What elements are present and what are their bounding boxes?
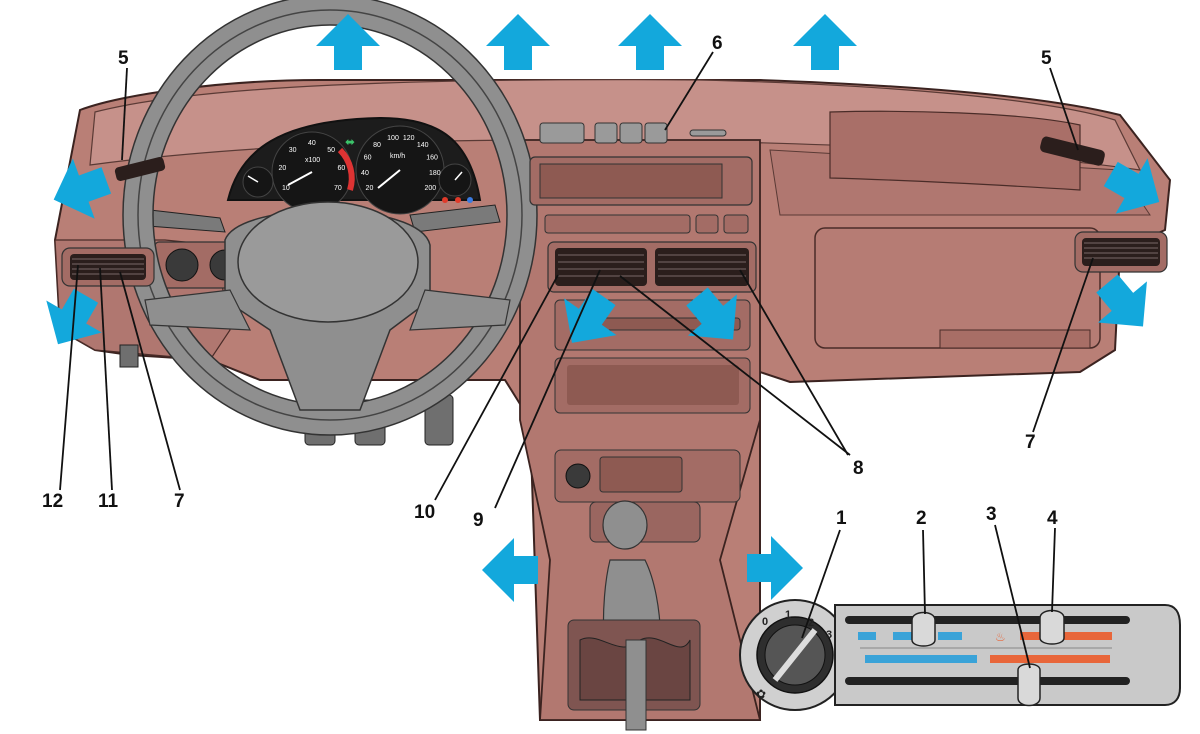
callout-7-left: 7 <box>174 491 185 512</box>
side-window-defrost-vent-left <box>114 157 166 181</box>
speed-unit-label: km/h <box>390 153 405 160</box>
callout-7-right: 7 <box>1025 432 1036 453</box>
tachometer-tick-label: 40 <box>308 140 316 147</box>
side-window-airflow-arrow-left <box>53 158 112 219</box>
switch-button <box>594 122 618 144</box>
tachometer-tick-label: 10 <box>282 185 290 192</box>
tachometer-tick-label: 50 <box>327 147 335 154</box>
fan-speed-position-label: 1 <box>785 609 791 621</box>
turn-signal-indicator-icon: ⬌ <box>345 135 355 149</box>
warning-light <box>455 197 461 203</box>
callout-1: 1 <box>836 508 847 529</box>
speedometer-tick-label: 80 <box>373 142 381 149</box>
fan-speed-knob-indicator <box>772 628 818 682</box>
switch-button <box>644 122 668 144</box>
footwell-airflow-arrow-right <box>747 536 803 600</box>
steering-wheel <box>122 0 538 436</box>
callout-6: 6 <box>712 33 723 54</box>
callout-9: 9 <box>473 510 484 531</box>
warning-light <box>442 197 448 203</box>
tachometer-tick-label: 70 <box>334 185 342 192</box>
heater-control-panel: 0 1 2 3 ✿ ♨ <box>739 599 1181 711</box>
tachometer-tick-label: 30 <box>289 147 297 154</box>
speedometer-tick-label: 160 <box>426 155 438 162</box>
side-vent-airflow-arrow-right <box>1096 274 1147 327</box>
switch-button <box>619 122 643 144</box>
switch-button <box>539 122 585 144</box>
cigarette-lighter <box>565 463 591 489</box>
callout-11: 11 <box>98 491 119 512</box>
tachometer-needle <box>287 171 313 186</box>
speedometer-tick-label: 60 <box>364 155 372 162</box>
windshield-airflow-arrow <box>793 14 857 70</box>
center-vent-right <box>655 248 749 286</box>
speedometer-tick-label: 40 <box>361 170 369 177</box>
air-vents <box>61 136 1168 293</box>
center-stack <box>529 122 753 731</box>
callout-2: 2 <box>916 508 927 529</box>
leader-lines <box>59 51 1094 669</box>
callout-3: 3 <box>986 504 997 525</box>
center-vent-airflow-arrow-left <box>564 289 617 343</box>
center-vent-left <box>555 248 647 286</box>
windshield-airflow-arrow <box>316 14 380 70</box>
tacho-unit-label: x100 <box>305 157 320 164</box>
callout-5-right: 5 <box>1041 48 1052 69</box>
callout-5-left: 5 <box>118 48 129 69</box>
speedometer-tick-label: 100 <box>387 135 399 142</box>
speedometer-tick-label: 180 <box>429 170 441 177</box>
side-window-defrost-vent-right <box>1040 136 1105 166</box>
tachometer-tick-label: 20 <box>278 165 286 172</box>
air-distribution-scale <box>858 632 962 640</box>
windshield-airflow-arrow <box>618 14 682 70</box>
recirculation-lever <box>1039 609 1065 645</box>
callout-8: 8 <box>853 458 864 479</box>
rear-defrost-icon: ♨ <box>995 630 1006 644</box>
callout-4: 4 <box>1047 508 1058 529</box>
tachometer-scale: 10 20 30 40 50 60 70 <box>278 140 345 192</box>
callout-12: 12 <box>42 491 63 512</box>
callout-10: 10 <box>414 502 435 523</box>
footwell-airflow-arrow-left <box>482 538 538 602</box>
speedometer-tick-label: 140 <box>417 142 429 149</box>
windshield-airflow-arrow <box>486 14 550 70</box>
fan-speed-position-label: 2 <box>808 617 814 629</box>
speedometer-tick-label: 120 <box>403 135 415 142</box>
warning-light <box>467 197 473 203</box>
light-switch-knob <box>165 248 199 282</box>
side-window-airflow-arrow-right <box>1103 158 1160 214</box>
tachometer-tick-label: 60 <box>338 165 346 172</box>
temperature-scale <box>865 632 1112 663</box>
fan-speed-position-label: 3 <box>826 629 832 641</box>
windshield-defrost-slot <box>689 129 727 137</box>
air-distribution-lever <box>911 611 936 647</box>
gear-shift-knob <box>602 500 648 550</box>
center-vent-airflow-arrow-right <box>686 287 737 340</box>
temperature-lever <box>1017 663 1041 707</box>
airflow-arrows <box>46 14 1160 602</box>
speedometer-needle <box>377 169 401 189</box>
speedometer-tick-label: 200 <box>424 185 436 192</box>
callout-labels: 5 5 6 12 11 7 7 8 9 10 1 2 3 4 <box>42 33 1058 531</box>
fan-speed-position-label: 0 <box>762 616 768 628</box>
fan-icon: ✿ <box>756 687 766 701</box>
speedometer-tick-label: 20 <box>366 185 374 192</box>
